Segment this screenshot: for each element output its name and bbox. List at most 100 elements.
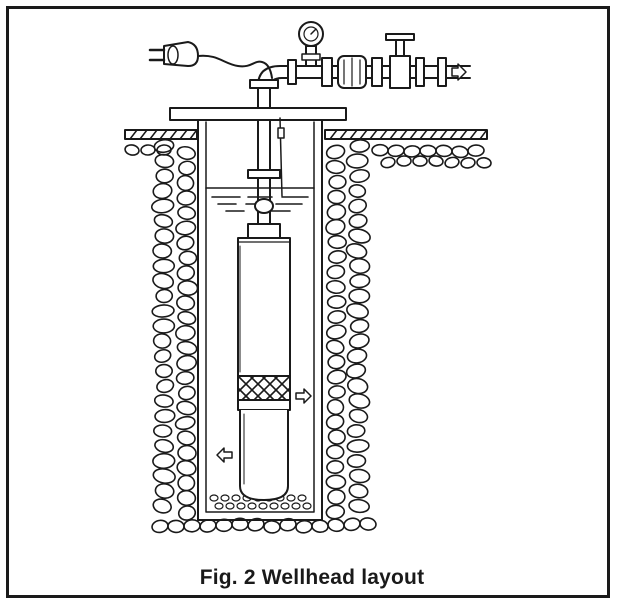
stone [311, 519, 329, 534]
stone [155, 288, 174, 304]
ground-surface [124, 129, 488, 140]
gravel-pebble [302, 502, 312, 510]
stone [152, 498, 172, 514]
stone [371, 143, 389, 157]
stone [156, 378, 175, 394]
gravel-pebble [231, 494, 241, 502]
stone [152, 182, 173, 200]
stone [467, 144, 485, 157]
stone-backfill [124, 138, 492, 534]
stone [327, 250, 347, 264]
stone [325, 444, 345, 460]
electric-plug-icon [148, 41, 199, 67]
figure-frame [6, 6, 610, 598]
stone [152, 468, 176, 484]
stone [295, 519, 313, 534]
stone [178, 250, 198, 266]
gravel-pebble [225, 502, 235, 510]
stone [326, 203, 347, 221]
stone [327, 189, 346, 205]
gravel-pebble [280, 502, 290, 510]
stone [476, 156, 492, 169]
gravel-pebble [247, 502, 257, 510]
stone [348, 288, 371, 304]
stone [153, 213, 174, 229]
stone [152, 258, 176, 274]
stone [327, 385, 346, 399]
well-cover-plate [169, 107, 347, 121]
stone [348, 468, 371, 484]
stone [326, 369, 347, 385]
gravel-pebble [220, 494, 230, 502]
stone [175, 324, 196, 342]
discharge-pipe [249, 59, 471, 109]
gravel-pebble [258, 502, 268, 510]
stone [326, 264, 346, 280]
stone [154, 408, 176, 424]
stone [345, 153, 369, 169]
stone [348, 393, 371, 409]
stone [343, 517, 361, 532]
stone [263, 520, 281, 534]
stone [346, 453, 367, 469]
gravel-pebble [209, 494, 219, 502]
stone [346, 423, 366, 439]
stone [325, 339, 345, 355]
stone [154, 228, 175, 244]
stone [325, 218, 346, 236]
stone [325, 279, 346, 295]
gravel-pebble [214, 502, 224, 510]
stone [348, 198, 367, 214]
stone [327, 309, 347, 325]
gravel-pebble [291, 502, 301, 510]
stone [150, 198, 175, 214]
stone [325, 144, 346, 160]
stone [348, 213, 368, 229]
stone [177, 280, 199, 296]
stone [325, 414, 345, 430]
stone [247, 517, 265, 532]
stone [152, 318, 176, 334]
stone [178, 160, 196, 176]
stone [325, 324, 347, 340]
stone [175, 220, 197, 236]
stone [348, 483, 369, 499]
stone [460, 157, 476, 169]
stone [156, 144, 172, 156]
stone [348, 498, 370, 514]
gravel-pebble [297, 494, 307, 502]
pressure-gauge-icon [298, 21, 324, 67]
stone [176, 489, 197, 507]
stone [444, 156, 460, 169]
stone [175, 370, 195, 386]
stone [176, 174, 195, 192]
stone [176, 190, 197, 206]
gravel-pebble [286, 494, 296, 502]
stone [176, 354, 198, 372]
stone [176, 400, 197, 416]
well-casing [197, 117, 323, 521]
stone [346, 348, 368, 364]
stone [155, 363, 173, 379]
gate-valve-icon [385, 33, 425, 89]
stone [177, 205, 197, 221]
stone [152, 333, 172, 349]
stone [140, 144, 156, 156]
stone [176, 459, 197, 477]
stone [154, 438, 175, 454]
flow-arrow-icon [437, 57, 467, 87]
stone [346, 439, 370, 453]
stone [124, 144, 140, 156]
stone [349, 257, 371, 275]
stone [345, 243, 368, 259]
figure-caption: Fig. 2 Wellhead layout [199, 566, 425, 589]
stone [419, 144, 437, 158]
stone [151, 519, 169, 534]
stone [325, 474, 347, 490]
stone [327, 518, 345, 533]
stone [345, 363, 367, 379]
stone [154, 483, 175, 499]
stone [153, 424, 173, 438]
stone [176, 265, 196, 281]
stone [435, 144, 453, 158]
